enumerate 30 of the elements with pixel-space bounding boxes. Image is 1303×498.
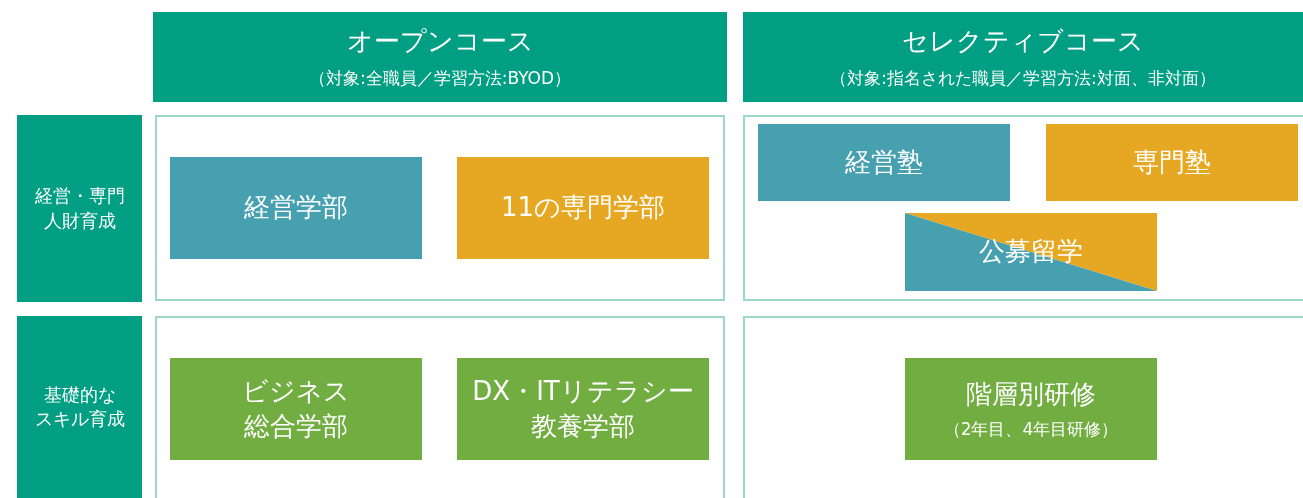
panel-frame [743, 115, 1303, 301]
course-title: 経営学部 [244, 191, 348, 225]
course-title: セレクティブコース [902, 25, 1144, 58]
course-title: オープンコース [346, 25, 534, 58]
course-note: （対象:全職員／学習方法:BYOD） [308, 67, 572, 90]
panel-frame [155, 316, 725, 498]
row-header [17, 115, 142, 302]
panel-frame [155, 115, 725, 301]
course-box [1046, 124, 1298, 201]
course-title: 階層別研修 [966, 378, 1096, 411]
row-label: 基礎的なスキル育成 [34, 382, 125, 431]
course-title: DX・ITリテラシー教養学部 [472, 374, 694, 443]
course-title: 経営塾 [845, 145, 923, 179]
course-box [905, 213, 1157, 291]
course-title: 専門塾 [1133, 145, 1211, 179]
course-box [905, 358, 1157, 460]
course-box [170, 157, 422, 259]
course-header [743, 12, 1303, 102]
panel-frame [743, 316, 1303, 498]
course-box [170, 358, 422, 460]
course-note: （対象:指名された職員／学習方法:対面、非対面） [830, 67, 1216, 90]
row-header [17, 316, 142, 498]
course-box [758, 124, 1010, 201]
course-title: 11の専門学部 [500, 191, 666, 225]
course-title: ビジネス総合学部 [242, 374, 350, 443]
course-box [457, 157, 709, 259]
course-note: （2年目、4年目研修） [943, 418, 1119, 441]
course-header [153, 12, 727, 102]
row-label: 経営・専門人財育成 [34, 184, 125, 233]
course-box [457, 358, 709, 460]
